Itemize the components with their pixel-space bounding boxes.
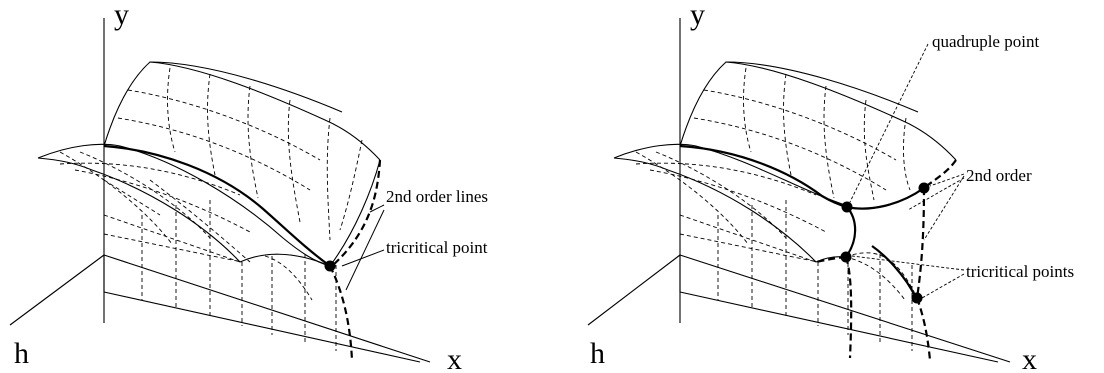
right-axes (587, 18, 1011, 363)
right-h-axis (587, 254, 681, 326)
right-crossing-line (845, 252, 918, 299)
right-y-axis-label: y (690, 0, 705, 31)
right-second-order-line-c (915, 297, 932, 361)
left-x-axis-label: x (447, 343, 462, 373)
right-second-order-point-marker (918, 182, 930, 194)
right-second-order-line-b (915, 187, 926, 299)
right-first-order-line-vertical (845, 206, 857, 258)
left-leader-second-order-lower (345, 209, 385, 291)
right-first-order-line-upper (846, 187, 925, 210)
left-floor-line (103, 291, 421, 363)
right-floor-line (679, 291, 999, 363)
right-lower-surface (613, 143, 906, 301)
left-leader-tricritical (341, 249, 385, 267)
right-quadruple-point-marker (841, 201, 853, 213)
right-upper-surface (679, 61, 957, 201)
right-x-axis-label: x (1022, 343, 1037, 373)
left-y-axis-label: y (114, 0, 129, 31)
left-floor-grid (103, 179, 337, 351)
right-second-order-line-a (923, 159, 957, 189)
left-lower-surface (37, 143, 331, 301)
right-tricritical-point-marker-1 (840, 251, 852, 263)
right-annotation-leaders (849, 43, 965, 299)
left-x-axis (103, 254, 431, 363)
left-h-axis (9, 254, 105, 326)
right-floor-grid (679, 200, 913, 351)
right-first-order-line-lower (871, 245, 917, 299)
left-h-axis-label: h (14, 337, 29, 370)
left-second-order-line-upper (331, 159, 382, 267)
left-first-order-line (103, 144, 331, 267)
right-quadruple-point-label: quadruple point (932, 32, 1039, 51)
right-first-order-line (679, 144, 848, 209)
right-x-axis (679, 254, 1011, 363)
left-axes (9, 18, 431, 363)
right-tricritical-point-marker-2 (911, 292, 923, 304)
right-panel: y h x quadruple point 2nd order tricriti… (587, 0, 1074, 373)
left-second-order-lines-label: 2nd order lines (386, 187, 488, 206)
right-h-axis-label: h (590, 337, 605, 370)
left-upper-surface (103, 61, 381, 267)
right-tricritical-points-label: tricritical points (966, 262, 1074, 281)
right-second-order-label: 2nd order (966, 166, 1032, 185)
right-second-order-line-e (844, 256, 853, 359)
left-tricritical-point-label: tricritical point (386, 238, 488, 257)
left-tricritical-point-marker (324, 260, 336, 272)
left-leader-second-order-upper (369, 204, 385, 213)
left-panel: y h x 2nd order lines tricritical point (9, 0, 488, 373)
